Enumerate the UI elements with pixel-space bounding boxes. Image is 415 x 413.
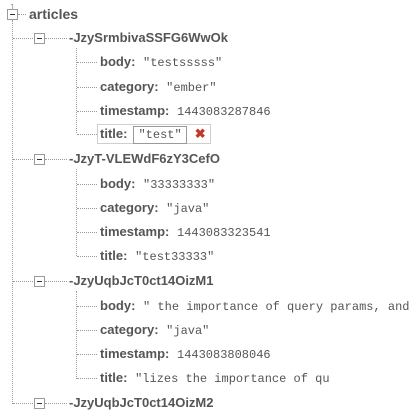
item-key: -JzyT-VLEWdF6zY3CefO	[69, 151, 220, 166]
connector	[77, 87, 97, 88]
title-edit-input[interactable]: "test"	[133, 126, 187, 144]
field-label: timestamp	[100, 103, 166, 118]
field-row[interactable]: body: " the importance of query params, …	[100, 296, 409, 316]
connector	[13, 281, 35, 282]
root-marker-glyph: 1	[10, 3, 16, 12]
connector	[76, 291, 77, 379]
field-value[interactable]: "lizes the importance of qu	[135, 372, 330, 386]
field-row[interactable]: timestamp: 1443083287846	[100, 101, 271, 121]
field-row[interactable]: category: "ember"	[100, 77, 217, 97]
connector	[77, 354, 97, 355]
item-row[interactable]: -JzyT-VLEWdF6zY3CefO	[69, 149, 220, 169]
field-label: body	[100, 176, 132, 191]
field-row[interactable]: title: "lizes the importance of qu	[100, 368, 330, 388]
collapse-toggle-icon[interactable]	[34, 154, 45, 165]
item-row[interactable]: -JzyUqbJcT0ct14OizM2	[69, 393, 214, 413]
field-value[interactable]: 1443083323541	[177, 226, 271, 240]
connector	[12, 20, 13, 404]
field-value[interactable]: 1443083808046	[177, 348, 271, 362]
root-node[interactable]: articles	[29, 4, 78, 24]
collapse-toggle-icon[interactable]	[34, 398, 45, 409]
connector	[45, 159, 67, 160]
field-colon: :	[165, 103, 170, 118]
connector	[13, 38, 35, 39]
field-colon: :	[123, 126, 128, 141]
field-value[interactable]: "testsssss"	[143, 56, 223, 70]
field-value[interactable]: "33333333"	[143, 178, 216, 192]
item-row[interactable]: -JzyUqbJcT0ct14OizM1	[69, 271, 214, 291]
field-row[interactable]: timestamp: 1443083808046	[100, 344, 271, 364]
connector	[77, 208, 97, 209]
field-colon: :	[123, 370, 128, 385]
field-value[interactable]: " the importance of query params, and	[143, 300, 410, 314]
field-label: category	[100, 79, 155, 94]
connector	[13, 159, 35, 160]
connector	[77, 306, 97, 307]
field-label: timestamp	[100, 346, 166, 361]
field-row[interactable]: category: "java"	[100, 198, 209, 218]
field-value[interactable]: "test33333"	[135, 250, 215, 264]
field-row-editing[interactable]: title: "test" ✖	[97, 124, 211, 144]
item-key: -JzyUqbJcT0ct14OizM2	[69, 395, 214, 410]
field-colon: :	[165, 224, 170, 239]
collapse-toggle-icon[interactable]	[7, 9, 18, 20]
field-row[interactable]: category: "java"	[100, 320, 209, 340]
field-label: category	[100, 200, 155, 215]
connector	[76, 169, 77, 256]
field-label: timestamp	[100, 224, 166, 239]
field-colon: :	[131, 298, 136, 313]
connector	[13, 403, 35, 404]
collapse-toggle-icon[interactable]	[34, 276, 45, 287]
connector	[77, 62, 97, 63]
field-colon: :	[131, 54, 136, 69]
field-label: body	[100, 298, 132, 313]
field-row[interactable]: timestamp: 1443083323541	[100, 222, 271, 242]
field-colon: :	[154, 322, 159, 337]
connector	[45, 38, 67, 39]
field-value[interactable]: 1443083287846	[177, 105, 271, 119]
field-colon: :	[154, 200, 159, 215]
item-key: -JzySrmbivaSSFG6WwOk	[69, 30, 228, 45]
field-row[interactable]: body: "33333333"	[100, 174, 215, 194]
field-colon: :	[165, 346, 170, 361]
connector	[77, 330, 97, 331]
field-label: title	[100, 248, 124, 263]
field-colon: :	[131, 176, 136, 191]
connector	[77, 232, 97, 233]
item-key: -JzyUqbJcT0ct14OizM1	[69, 273, 214, 288]
field-label: body	[100, 54, 132, 69]
connector	[77, 256, 97, 257]
connector	[76, 48, 77, 133]
item-row[interactable]: -JzySrmbivaSSFG6WwOk	[69, 28, 228, 48]
field-colon: :	[123, 248, 128, 263]
collapse-toggle-icon[interactable]	[34, 33, 45, 44]
field-value[interactable]: "ember"	[166, 81, 217, 95]
connector	[77, 184, 97, 185]
field-row[interactable]: title: "test33333"	[100, 246, 214, 266]
field-value[interactable]: "java"	[166, 324, 210, 338]
connector	[77, 111, 97, 112]
connector	[45, 281, 67, 282]
connector	[45, 403, 67, 404]
connector	[18, 14, 26, 15]
field-colon: :	[154, 79, 159, 94]
field-value[interactable]: "java"	[166, 202, 210, 216]
connector	[77, 134, 97, 135]
field-label: title	[100, 370, 124, 385]
root-label: articles	[29, 6, 79, 22]
remove-icon[interactable]: ✖	[194, 126, 206, 141]
field-label: title	[100, 126, 124, 141]
connector	[77, 378, 97, 379]
field-label: category	[100, 322, 155, 337]
field-row[interactable]: body: "testsssss"	[100, 52, 222, 72]
